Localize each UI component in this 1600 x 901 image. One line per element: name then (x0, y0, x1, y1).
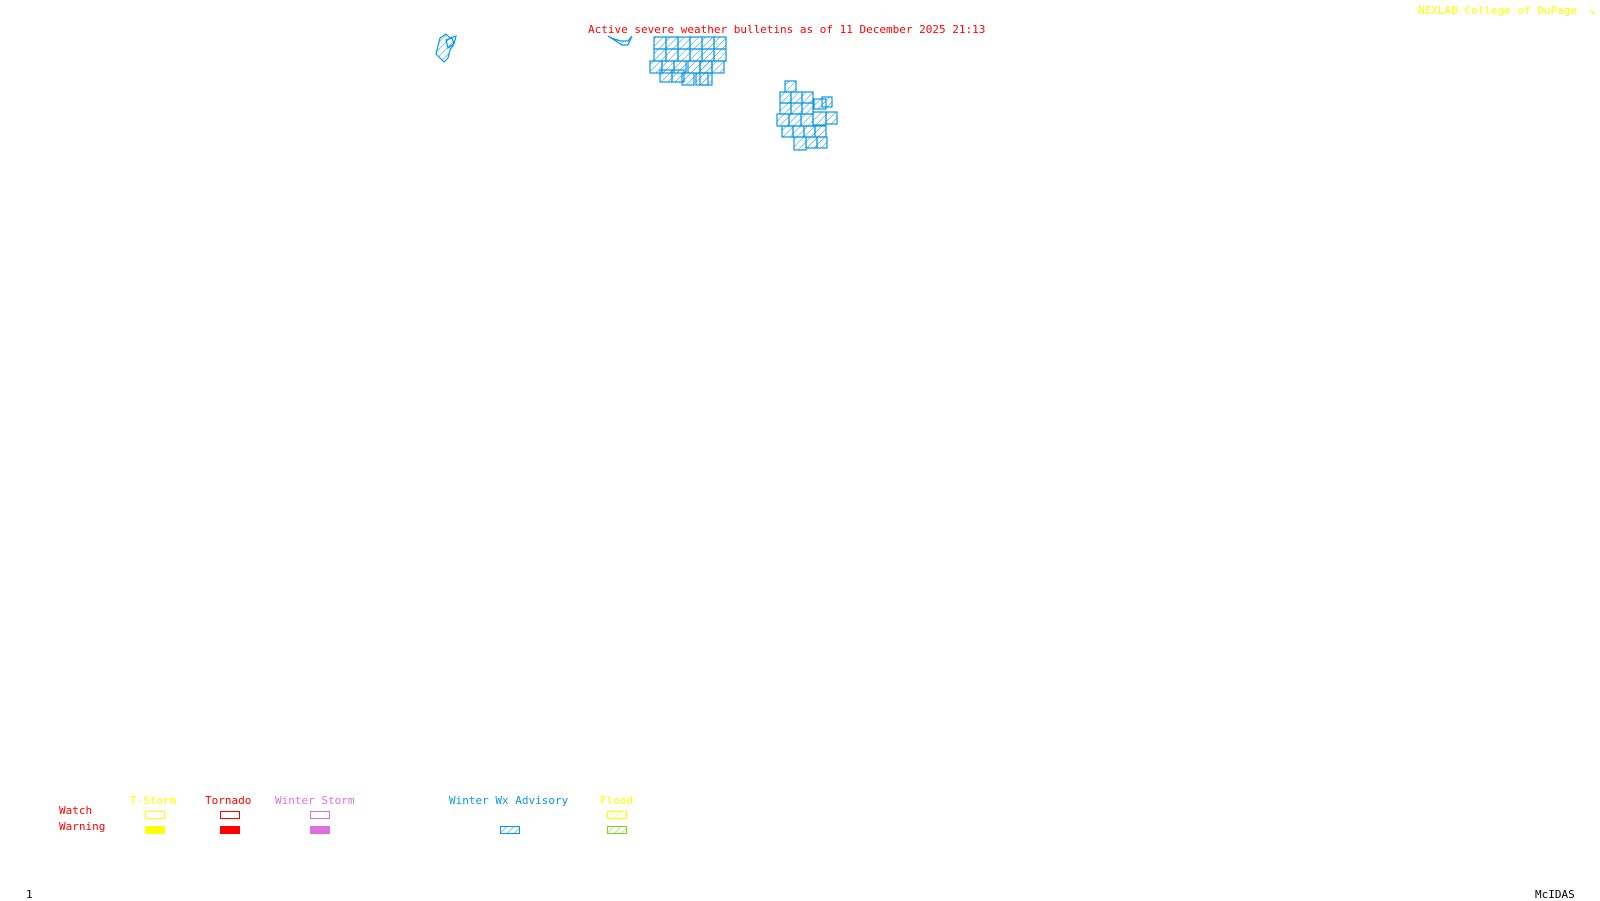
legend-swatch-advisory-warning (500, 826, 520, 834)
advisory-county (805, 136, 818, 149)
advisory-county (699, 72, 713, 86)
legend-row-watch: Watch (59, 804, 93, 817)
advisory-polygons (435, 33, 838, 151)
advisory-county (816, 136, 828, 149)
advisory-county (821, 96, 833, 108)
advisory-county (681, 72, 695, 86)
legend-swatch-tstorm-warning (145, 826, 165, 834)
legend-swatch-tstorm-watch (145, 811, 165, 819)
legend-swatch-winter-storm-warning (310, 826, 330, 834)
advisory-zone-northwest (435, 33, 457, 63)
advisory-county (701, 48, 715, 62)
advisory-county (713, 48, 727, 62)
legend-label-winter-storm: Winter Storm (275, 794, 355, 807)
frame-number: 1 (26, 888, 33, 901)
legend-label-winter-wx-advisory: Winter Wx Advisory (449, 794, 569, 807)
advisory-county (701, 36, 715, 50)
advisory-zone-northwest (445, 37, 455, 49)
legend-label-tornado: Tornado (205, 794, 252, 807)
advisory-county (653, 48, 667, 62)
advisory-county (779, 91, 792, 104)
legend-swatch-winter-storm-watch (310, 811, 330, 819)
legend-label-tstorm: T-Storm (130, 794, 177, 807)
software-label: McIDAS (1535, 888, 1575, 901)
advisory-county (790, 102, 803, 115)
advisory-county (687, 60, 701, 74)
advisory-county (677, 36, 691, 50)
advisory-zone-strip (607, 35, 633, 46)
advisory-county (814, 125, 827, 138)
advisory-county (711, 60, 725, 74)
arrow-icon: ↘ (1589, 4, 1596, 17)
legend-swatch-flood-watch (607, 811, 627, 819)
advisory-county (699, 60, 713, 74)
advisory-county (803, 125, 816, 138)
legend-swatch-flood-warning (607, 826, 627, 834)
credit-text: NEXLAB-College of DuPage (1418, 4, 1577, 17)
advisory-county (801, 91, 814, 104)
page-title: Active severe weather bulletins as of 11… (588, 23, 986, 36)
advisory-county (665, 48, 679, 62)
advisory-county (800, 113, 814, 127)
advisory-county (776, 113, 790, 127)
advisory-county (788, 113, 802, 127)
advisory-county (825, 111, 838, 125)
advisory-county (713, 36, 727, 50)
advisory-county (812, 111, 827, 126)
advisory-county (784, 80, 797, 93)
advisory-county (781, 125, 794, 138)
advisory-county (659, 69, 673, 83)
advisory-county (790, 91, 803, 104)
legend-swatch-tornado-watch (220, 811, 240, 819)
legend-label-flood: Flood (600, 794, 634, 807)
advisory-county (665, 36, 679, 50)
advisory-county (792, 125, 805, 138)
advisory-county (801, 102, 814, 115)
legend-row-warning: Warning (59, 820, 106, 833)
advisory-county (653, 36, 667, 50)
advisory-county (779, 102, 792, 115)
advisory-county (689, 48, 703, 62)
advisory-county (689, 36, 703, 50)
advisory-county (793, 136, 807, 151)
advisory-county (677, 48, 691, 62)
legend-swatch-tornado-warning (220, 826, 240, 834)
